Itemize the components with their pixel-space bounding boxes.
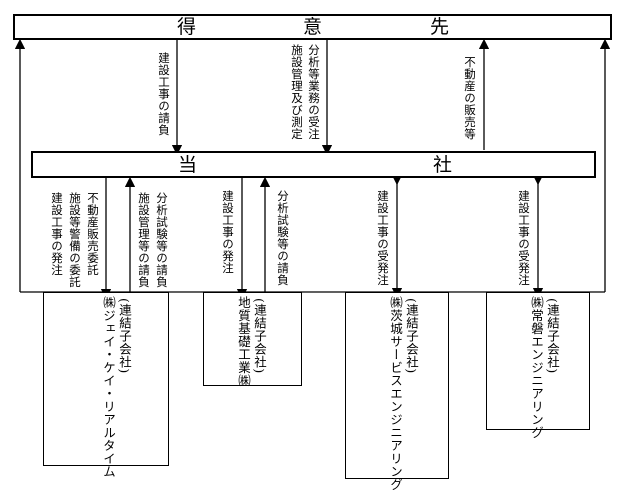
company-char-1: 当: [178, 154, 198, 176]
subsidiary-box-1: [43, 292, 169, 466]
label-sub1-in-2: 分析試験等の請負: [155, 192, 169, 288]
subsidiary-1-tag: (連結子会社): [117, 298, 132, 374]
customers-char-3: 先: [430, 16, 450, 38]
label-top-right: 不動産の販売等: [463, 56, 477, 140]
subsidiary-3-name: ㈱茨城サービスエンジニアリング: [388, 296, 403, 491]
label-sub1-out-1: 建設工事の発注: [50, 192, 64, 276]
subsidiary-2-tag: (連結子会社): [252, 298, 267, 374]
subsidiary-box-4: [486, 292, 590, 430]
subsidiary-2-name: 地質基礎工業㈱: [236, 296, 251, 387]
company-box: 当 社: [31, 151, 596, 178]
subsidiary-box-3: [345, 292, 449, 479]
label-top-center-1: 分析等業務の受注: [307, 44, 321, 140]
label-sub3: 建設工事の受発注: [376, 190, 390, 286]
label-top-left: 建設工事の請負: [157, 52, 171, 136]
subsidiary-3-tag: (連結子会社): [404, 298, 419, 374]
subsidiary-1-name: ㈱ジェイ・ケイ・リアルタイム: [101, 296, 116, 478]
company-char-2: 社: [433, 154, 453, 176]
customers-box: 得 意 先: [13, 14, 612, 40]
subsidiary-4-tag: (連結子会社): [545, 298, 560, 374]
label-sub2-out: 建設工事の発注: [221, 190, 235, 274]
label-sub1-out-2: 施設等警備の委託: [68, 192, 82, 288]
label-sub4: 建設工事の受発注: [517, 190, 531, 286]
label-sub2-in: 分析試験等の請負: [276, 190, 290, 286]
label-top-center-2: 施設管理及び測定: [290, 44, 304, 140]
customers-char-2: 意: [303, 16, 323, 38]
subsidiary-4-name: ㈱常磐エンジニアリング: [529, 296, 544, 439]
subsidiary-box-2: [203, 292, 302, 386]
label-sub1-out-3: 不動産販売委託: [86, 192, 100, 276]
label-sub1-in-1: 施設管理等の請負: [137, 192, 151, 288]
customers-char-1: 得: [177, 16, 197, 38]
